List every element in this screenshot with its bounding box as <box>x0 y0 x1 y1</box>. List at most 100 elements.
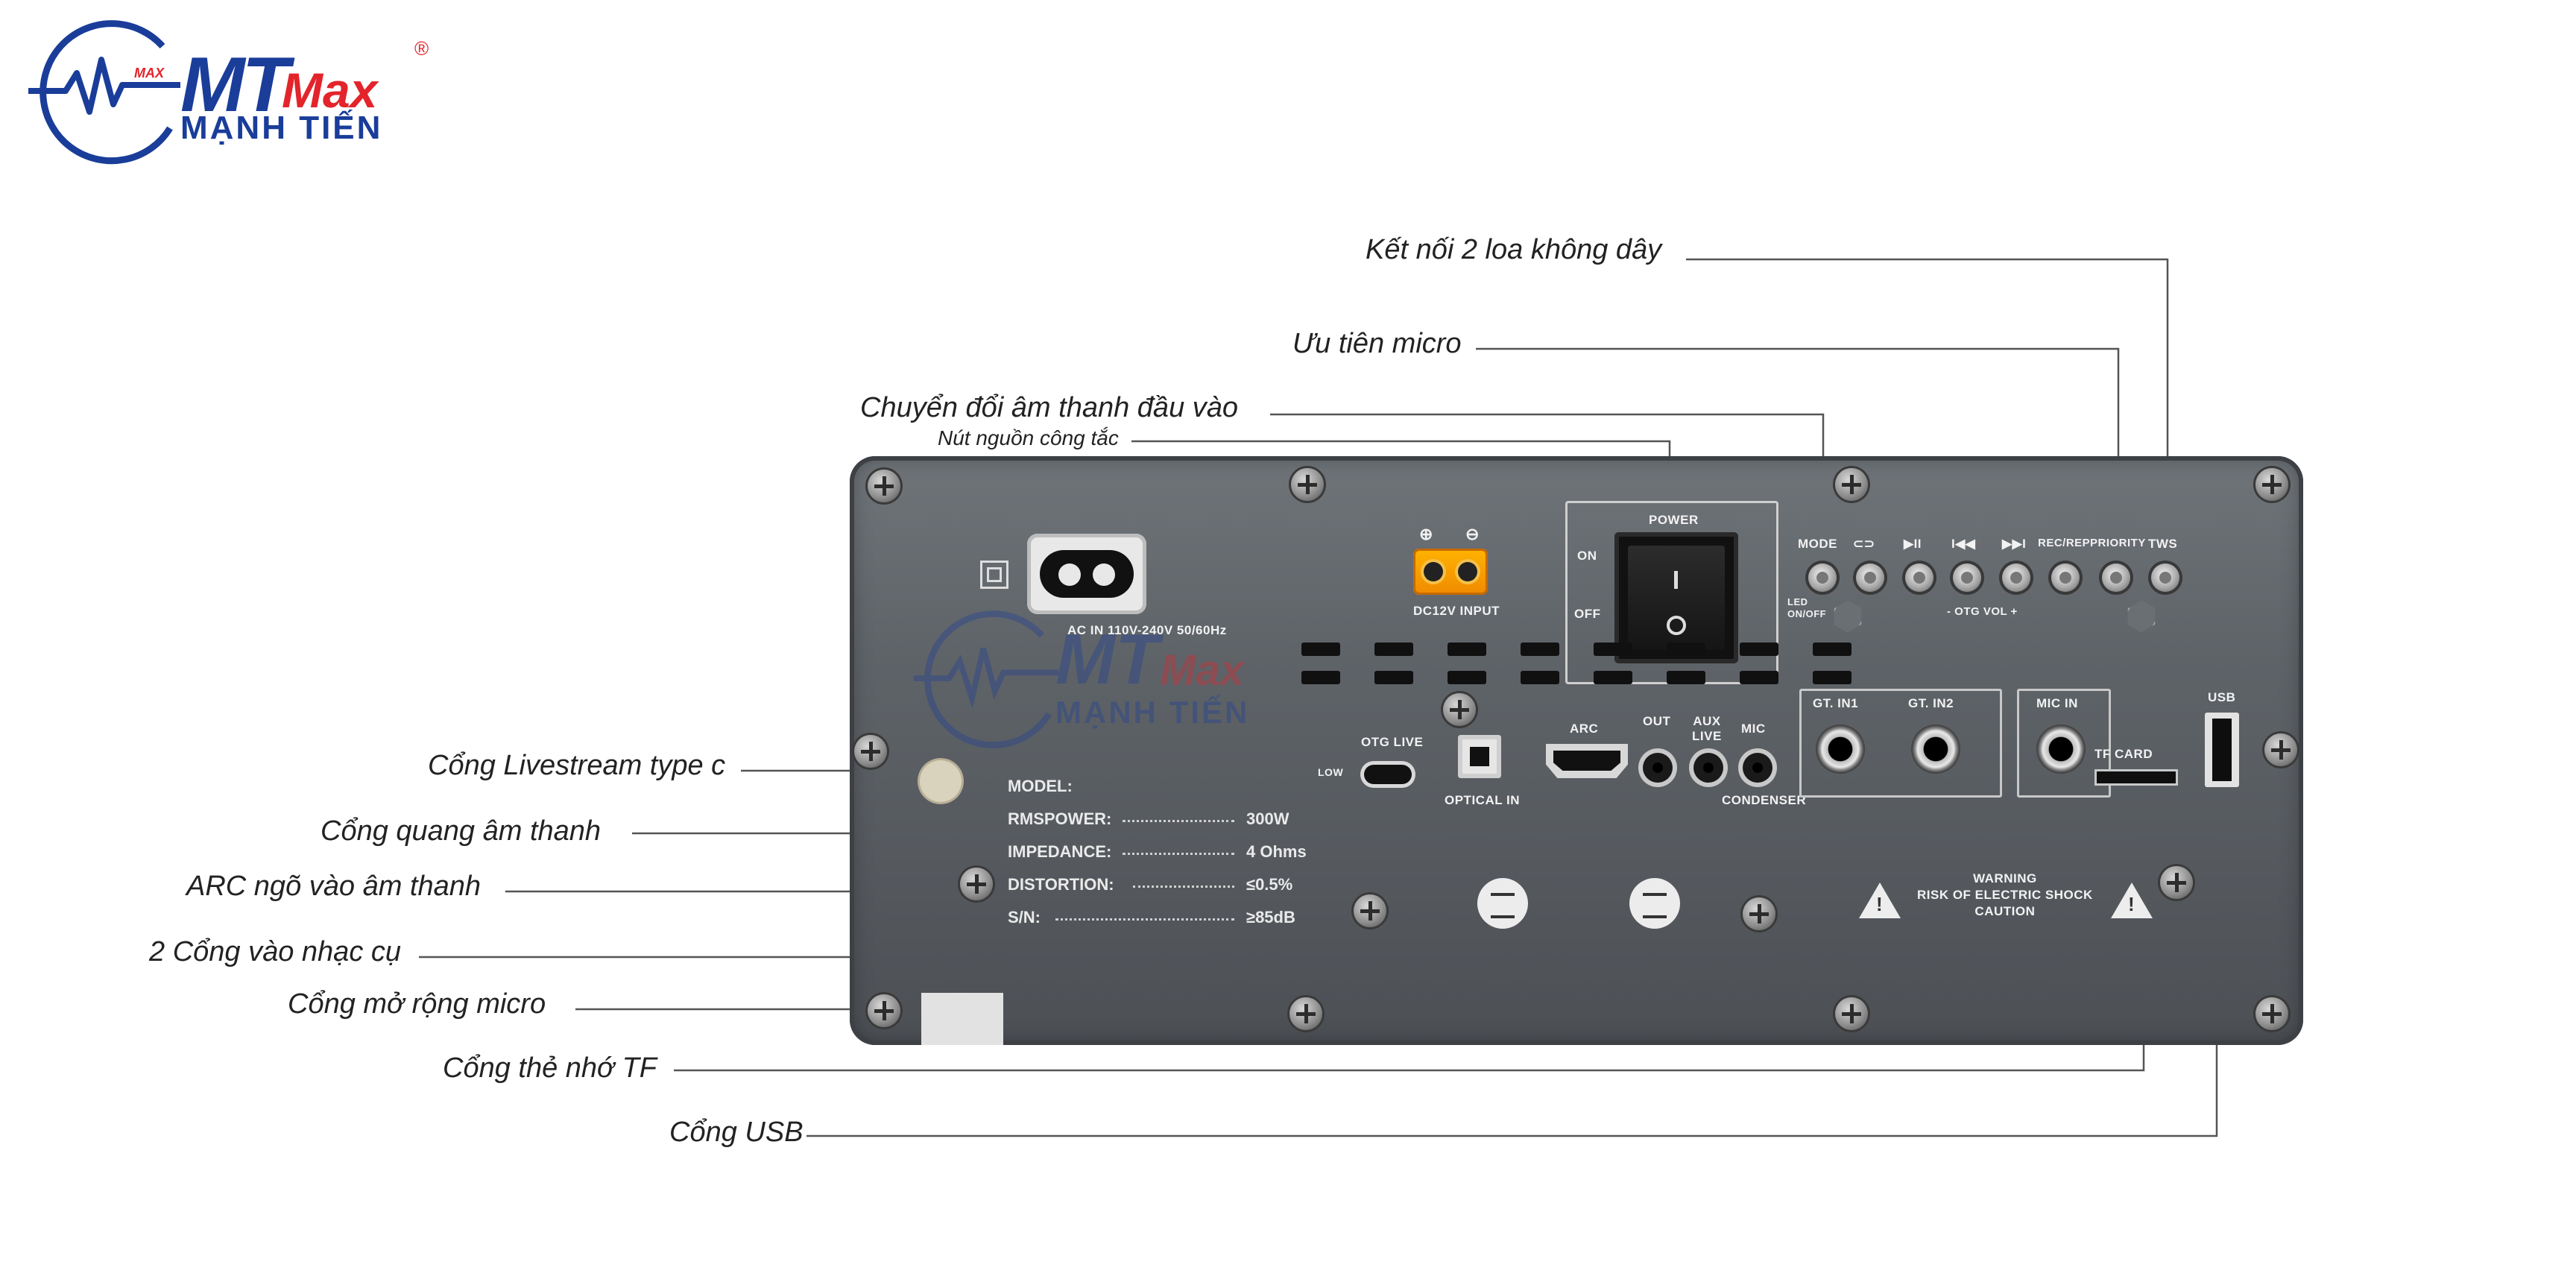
spec-model-label: MODEL: <box>1008 777 1073 795</box>
brand-logo: MAX MT Max MẠNH TIẾN ® <box>21 16 438 165</box>
vent-slot <box>1301 671 1340 684</box>
optical-in-label: OPTICAL IN <box>1445 793 1521 807</box>
otg-vol-label: - OTG VOL + <box>1947 605 2018 618</box>
double-insulation-icon <box>980 561 1008 589</box>
spec-dots <box>1123 820 1234 822</box>
play-pause-button[interactable] <box>1905 564 1933 592</box>
spec-impedance-value: 4 Ohms <box>1246 842 1307 861</box>
aux-live-jack[interactable] <box>1693 753 1723 783</box>
power-off-label: OFF <box>1574 607 1601 621</box>
screw-icon <box>2255 997 2288 1030</box>
guitar-in2-jack[interactable] <box>1911 724 1960 774</box>
tws-button[interactable] <box>2151 564 2179 592</box>
screw-icon <box>2160 866 2193 899</box>
mic-priority-button[interactable] <box>2102 564 2130 592</box>
warning-text: WARNING RISK OF ELECTRIC SHOCK CAUTION <box>1917 871 2093 919</box>
hdmi-arc-port[interactable] <box>1546 744 1628 778</box>
heat-warning-icon <box>1477 878 1528 929</box>
led-on-off-label: LED ON/OFF <box>1787 596 1827 619</box>
vent-slot <box>1448 671 1486 684</box>
spec-distortion-label: DISTORTION: <box>1008 875 1114 894</box>
mic-label: MIC <box>1741 722 1766 736</box>
dc12v-input-port[interactable] <box>1413 549 1488 595</box>
gt-in2-label: GT. IN2 <box>1908 696 1954 710</box>
condenser-label: CONDENSER <box>1722 793 1807 807</box>
mode-button[interactable] <box>1808 564 1837 592</box>
next-button[interactable] <box>2002 564 2030 592</box>
headphone-out-jack[interactable] <box>1643 753 1673 783</box>
screw-icon <box>1835 997 1868 1030</box>
mic-in-jack[interactable] <box>2036 724 2086 774</box>
dc-minus-icon: ⊖ <box>1465 525 1480 543</box>
callout-tf: Cổng thẻ nhớ TF <box>443 1052 657 1084</box>
button-label-mode: MODE <box>1798 537 1837 551</box>
screw-icon <box>1743 897 1775 930</box>
spec-impedance-label: IMPEDANCE: <box>1008 842 1112 861</box>
dc-input-label: DC12V INPUT <box>1413 604 1500 618</box>
spec-rmspower-value: 300W <box>1246 809 1289 828</box>
dc-pin-icon <box>1458 562 1477 581</box>
callout-instrument: 2 Cổng vào nhạc cụ <box>149 936 402 967</box>
usb-a-port[interactable] <box>2205 713 2239 787</box>
vent-slot <box>1374 671 1413 684</box>
vent-slot <box>1448 643 1486 656</box>
spec-sn-label: S/N: <box>1008 908 1041 926</box>
callout-arc: ARC ngõ vào âm thanh <box>186 871 482 902</box>
screw-icon <box>854 735 887 768</box>
tf-card-label: TF CARD <box>2094 747 2153 761</box>
condenser-mic-jack[interactable] <box>1743 753 1772 783</box>
guitar-in1-jack[interactable] <box>1816 724 1865 774</box>
tf-card-slot[interactable] <box>2094 769 2178 786</box>
watermark-swoosh-icon <box>913 610 1059 748</box>
callout-livestream: Cổng Livestream type c <box>428 750 726 781</box>
screw-icon <box>2255 468 2288 501</box>
ac-pin-icon <box>1093 564 1115 586</box>
vent-slot <box>1813 643 1852 656</box>
out-label: OUT <box>1643 714 1671 728</box>
arc-label: ARC <box>1570 722 1599 736</box>
logo-max-text: Max <box>282 63 378 118</box>
optical-in-port[interactable] <box>1458 735 1501 778</box>
low-label: LOW <box>1318 766 1344 778</box>
tws-indicator-icon <box>2120 595 2162 637</box>
callout-input-switch: Chuyển đổi âm thanh đầu vào <box>860 392 1239 423</box>
ac-power-socket[interactable] <box>1027 534 1146 614</box>
screw-icon <box>1835 468 1868 501</box>
watermark-subtitle: MẠNH TIẾN <box>1055 695 1250 730</box>
button-label-priority: PRIORITY <box>2090 537 2146 549</box>
logo-mt-text: MT <box>180 42 289 128</box>
watermark-max: Max <box>1160 646 1244 695</box>
vent-slot <box>1740 643 1778 656</box>
repeat-button[interactable] <box>1856 564 1884 592</box>
vent-slot <box>1374 643 1413 656</box>
callout-power-switch: Nút nguồn công tắc <box>938 426 1119 449</box>
screw-icon <box>868 470 900 502</box>
ac-pin-icon <box>1058 564 1081 586</box>
button-label-tws: TWS <box>2148 537 2178 551</box>
panel-watermark-logo: MT Max MẠNH TIẾN <box>906 604 1324 753</box>
warning-triangle-icon <box>1859 883 1901 918</box>
guitar-input-group <box>1799 689 2002 798</box>
rec-rep-button[interactable] <box>2051 564 2080 592</box>
spec-dots <box>1133 886 1234 888</box>
callout-mic-ext: Cổng mở rộng micro <box>288 988 546 1020</box>
logo-mini-text: MAX <box>134 66 164 80</box>
ac-in-label: AC IN 110V-240V 50/60Hz <box>1067 623 1227 637</box>
otg-live-label: OTG LIVE <box>1361 735 1424 749</box>
registered-mark: ® <box>414 37 429 60</box>
aux-live-label: AUX LIVE <box>1692 714 1722 743</box>
spec-sn-value: ≥85dB <box>1246 908 1295 926</box>
button-label-repeat: ⊂⊃ <box>1853 537 1875 551</box>
callout-usb: Cổng USB <box>669 1117 804 1148</box>
amplifier-back-panel: MT Max MẠNH TIẾN AC IN 110V-240V 50/60Hz… <box>850 456 2303 1045</box>
power-title: POWER <box>1649 513 1699 527</box>
previous-button[interactable] <box>1953 564 1981 592</box>
qc-sticker <box>920 760 962 802</box>
dc-plus-icon: ⊕ <box>1419 525 1433 543</box>
usb-c-livestream-port[interactable] <box>1364 765 1412 784</box>
spec-distortion-value: ≤0.5% <box>1246 875 1293 894</box>
power-rocker-switch[interactable] <box>1614 532 1738 663</box>
warning-triangle-icon <box>2111 883 2153 918</box>
callout-wireless-pair: Kết nối 2 loa không dây <box>1366 234 1662 265</box>
vent-slot <box>1667 671 1705 684</box>
